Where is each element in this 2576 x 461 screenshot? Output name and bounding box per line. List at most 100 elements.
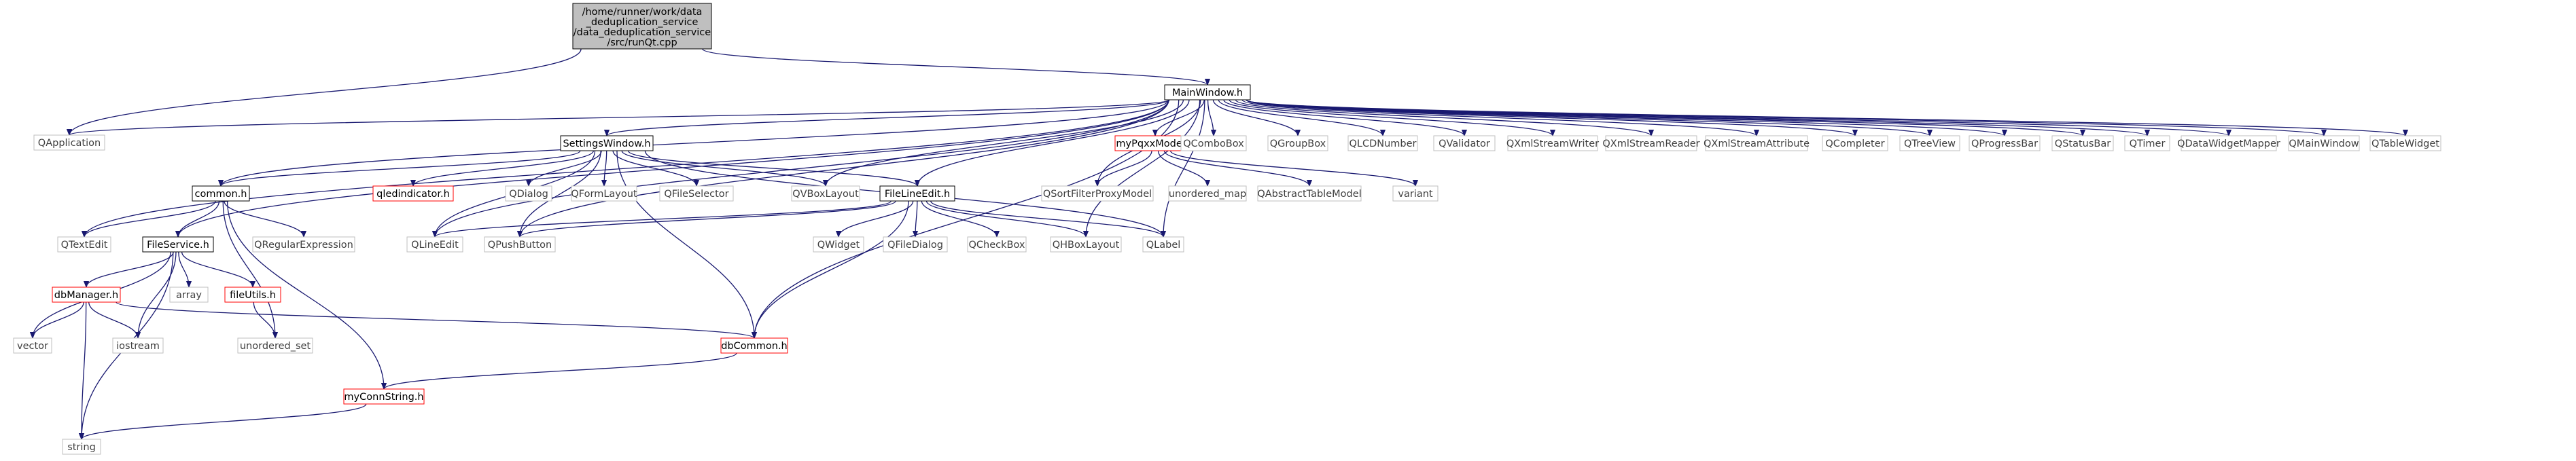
node-settingswindow[interactable]: SettingsWindow.h — [560, 135, 654, 151]
node-label: string — [67, 442, 96, 453]
edge-mainwindow-to-qtextedit — [84, 99, 1169, 237]
node-vector: vector — [13, 337, 52, 354]
node-qcompleter: QCompleter — [1822, 135, 1888, 151]
edge-mainwindow-to-qmainwindow — [1246, 99, 2324, 136]
node-qvboxlayout: QVBoxLayout — [791, 185, 860, 202]
edge-filelineedit-to-qhboxlayout — [925, 200, 1086, 238]
edge-settingswindow-to-qformlayout — [604, 150, 607, 186]
node-label: FileService.h — [147, 240, 209, 251]
node-qlabel: QLabel — [1142, 236, 1184, 253]
node-qmainwindow: QMainWindow — [2288, 135, 2360, 151]
node-mypqxxmodel[interactable]: myPqxxModel.h — [1114, 135, 1196, 151]
node-variant: variant — [1392, 185, 1439, 202]
node-dbcommon[interactable]: dbCommon.h — [720, 337, 788, 354]
node-box — [1899, 135, 1960, 151]
edge-commonh-to-qtextedit — [84, 200, 216, 238]
edge-settingswindow-to-qfileselector — [612, 150, 696, 187]
root-line-4: /src/runQt.cpp — [607, 37, 677, 48]
edge-mainwindow-to-qstatusbar — [1246, 99, 2083, 136]
node-label: myConnString.h — [344, 392, 423, 403]
node-qtreeview: QTreeView — [1899, 135, 1960, 151]
edge-mypqxxmodel-to-variant — [1169, 150, 1415, 187]
edge-dbmanager-to-vector — [33, 301, 84, 339]
edge-settingswindow-to-qvboxlayout — [621, 150, 826, 187]
node-label: unordered_set — [240, 341, 311, 352]
node-box — [1347, 135, 1418, 151]
edge-mainwindow-to-qtimer — [1246, 99, 2147, 136]
node-box — [2288, 135, 2360, 151]
root-node-runqt-cpp[interactable]: /home/runner/work/data _deduplication_se… — [572, 3, 712, 50]
node-box — [1257, 185, 1362, 202]
node-label: QTimer — [2130, 139, 2166, 149]
node-box — [169, 287, 209, 303]
node-array: array — [169, 287, 209, 303]
edge-settingswindow-to-qledindicator — [413, 150, 595, 187]
node-box — [1507, 135, 1598, 151]
node-dbmanager[interactable]: dbManager.h — [52, 287, 121, 303]
node-label: QLCDNumber — [1349, 139, 1416, 149]
edge-mainwindow-to-qxmlstreamattribute — [1241, 99, 1757, 136]
node-label: QDialog — [509, 189, 548, 200]
node-qregularexpression: QRegularExpression — [252, 236, 355, 253]
node-myconnstring[interactable]: myConnString.h — [343, 388, 425, 405]
node-label: QLineEdit — [411, 240, 459, 251]
node-label: QSortFilterProxyModel — [1043, 189, 1152, 200]
node-fileservice[interactable]: FileService.h — [142, 236, 214, 253]
edge-filelineedit-to-qlabel — [930, 200, 1163, 238]
node-box — [720, 337, 788, 354]
node-qsortfilterproxymodel: QSortFilterProxyModel — [1041, 185, 1154, 202]
node-label: QTreeView — [1904, 139, 1956, 149]
node-string: string — [62, 439, 101, 455]
node-qgroupbox: QGroupBox — [1267, 135, 1328, 151]
node-label: QHBoxLayout — [1053, 240, 1120, 251]
node-box — [967, 236, 1027, 253]
node-unordered-map: unordered_map — [1168, 185, 1247, 202]
node-label: QProgressBar — [1971, 139, 2038, 149]
node-box — [1041, 185, 1154, 202]
node-label: QRegularExpression — [254, 240, 353, 251]
edge-filelineedit-to-qwidget — [839, 200, 914, 238]
node-qlineedit: QLineEdit — [406, 236, 463, 253]
node-box — [406, 236, 463, 253]
node-box — [33, 134, 105, 151]
node-box — [879, 185, 955, 202]
edge-mainwindow-to-commonh — [221, 99, 1169, 187]
node-box — [2051, 135, 2114, 151]
node-box — [1969, 135, 2041, 151]
edge-filelineedit-to-qlineedit — [435, 200, 892, 238]
node-qtimer: QTimer — [2124, 135, 2170, 151]
node-box — [192, 185, 250, 202]
node-label: QCompleter — [1825, 139, 1884, 149]
node-label: QXmlStreamWriter — [1506, 139, 1599, 149]
node-qledindicator[interactable]: qledindicator.h — [372, 185, 454, 202]
edge-filelineedit-to-qcheckbox — [921, 200, 997, 238]
node-fileutils[interactable]: fileUtils.h — [224, 287, 281, 303]
node-qprogressbar: QProgressBar — [1969, 135, 2041, 151]
node-qabstracttablemodel: QAbstractTableModel — [1257, 185, 1362, 202]
node-box — [1392, 185, 1439, 202]
node-label: QStatusBar — [2055, 139, 2111, 149]
edge-settingswindow-to-filelineedit — [627, 150, 917, 187]
edge-mainwindow-to-qpushbutton — [520, 99, 1169, 237]
root-line-2: _deduplication_service — [586, 17, 699, 28]
edge-mainwindow-to-qgroupbox — [1212, 99, 1298, 136]
edge-root-to-qapplication — [69, 48, 582, 136]
node-qvalidator: QValidator — [1433, 135, 1496, 151]
node-qxmlstreamreader: QXmlStreamReader — [1602, 135, 1700, 151]
node-filelineedit[interactable]: FileLineEdit.h — [879, 185, 955, 202]
node-qfiledialog: QFileDialog — [883, 236, 948, 253]
edge-mypqxxmodel-to-qsortfilterproxymodel — [1097, 150, 1152, 187]
edge-dbcommon-to-myconnstring — [384, 352, 737, 390]
node-commonh[interactable]: common.h — [192, 185, 250, 202]
edge-fileservice-to-fileutils — [181, 251, 253, 288]
node-qlcdnumber: QLCDNumber — [1347, 135, 1418, 151]
node-mainwindow[interactable]: MainWindow.h — [1164, 84, 1251, 100]
node-box — [560, 135, 654, 151]
node-label: QLabel — [1146, 240, 1181, 251]
edge-filelineedit-to-dbcommon — [754, 200, 909, 338]
node-qdialog: QDialog — [505, 185, 552, 202]
node-label: MainWindow.h — [1172, 88, 1243, 98]
node-qdatawidgetmapper: QDataWidgetMapper — [2177, 135, 2280, 151]
node-box — [252, 236, 355, 253]
